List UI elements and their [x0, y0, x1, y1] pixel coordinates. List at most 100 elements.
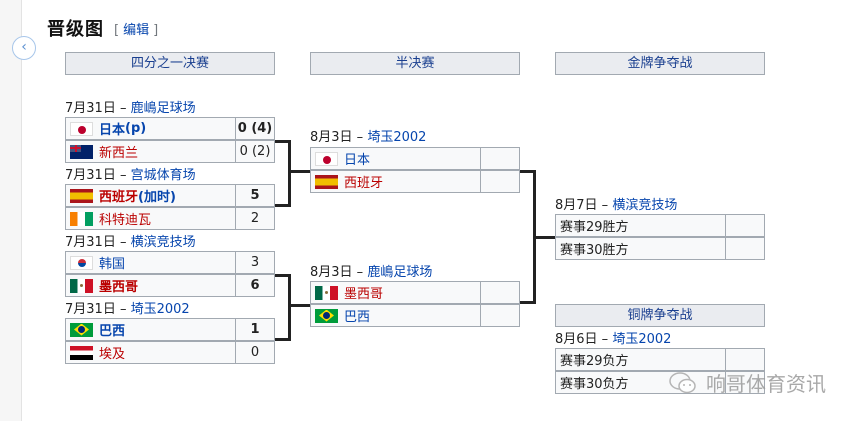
match-row: 赛事29胜方: [555, 214, 765, 237]
score-cell: 0 (2): [236, 140, 275, 163]
match-date-venue: 8月6日 – 埼玉2002: [555, 332, 672, 347]
team-cell: 墨西哥: [65, 274, 236, 297]
brazil-flag-icon: [70, 322, 93, 337]
team-link[interactable]: 韩国: [99, 257, 126, 272]
team-cell: 西班牙: [310, 170, 481, 193]
bracket-connector: [520, 301, 536, 304]
team-link[interactable]: 巴西: [99, 324, 126, 339]
team-link[interactable]: 西班牙: [344, 176, 384, 191]
round-header-bronze-medal: 铜牌争夺战: [555, 304, 765, 327]
score-cell: [481, 304, 520, 327]
bracket-connector: [275, 140, 291, 143]
match-date-venue: 7月31日 – 横滨竞技场: [65, 235, 196, 250]
round-header-quarterfinals: 四分之一决赛: [65, 52, 275, 75]
venue-link[interactable]: 埼玉2002: [367, 130, 427, 145]
team-link[interactable]: 墨西哥: [99, 280, 139, 295]
score-cell: 5: [236, 184, 275, 207]
team-cell: 赛事30胜方: [555, 237, 726, 260]
team-link[interactable]: 日本: [99, 123, 126, 138]
match-row: 巴西 1: [65, 318, 275, 341]
match-date-venue: 7月31日 – 鹿嶋足球场: [65, 101, 196, 116]
team-link[interactable]: 墨西哥: [344, 287, 384, 302]
score-cell: 6: [236, 274, 275, 297]
match-row: 墨西哥: [310, 281, 520, 304]
score-cell: 2: [236, 207, 275, 230]
score-cell: 0 (4): [236, 117, 275, 140]
ivory-coast-flag-icon: [70, 211, 93, 226]
chevron-left-icon: ‹: [21, 39, 27, 55]
bracket-connector: [288, 140, 291, 207]
team-link[interactable]: 巴西: [344, 310, 371, 325]
match-row: 墨西哥 6: [65, 274, 275, 297]
venue-link[interactable]: 鹿嶋足球场: [367, 265, 433, 280]
edit-section-link-wrapper: [编辑]: [114, 23, 159, 38]
brazil-flag-icon: [315, 308, 338, 323]
venue-link[interactable]: 宫城体育场: [130, 168, 196, 183]
watermark-text: 响哥体育资讯: [706, 372, 826, 396]
team-link[interactable]: 科特迪瓦: [99, 213, 152, 228]
match-row: 西班牙: [310, 170, 520, 193]
collapse-sidebar-button[interactable]: ‹: [12, 36, 36, 60]
round-header-semifinals: 半决赛: [310, 52, 520, 75]
bracket-connector: [288, 170, 310, 173]
spain-flag-icon: [315, 174, 338, 189]
bracket-connector: [275, 204, 291, 207]
bracket-connector: [533, 236, 555, 239]
match-date-venue: 8月7日 – 横滨竞技场: [555, 198, 678, 213]
match-row: 赛事30胜方: [555, 237, 765, 260]
bracket-connector: [288, 274, 291, 341]
score-cell: [726, 371, 765, 394]
team-cell: 科特迪瓦: [65, 207, 236, 230]
team-cell: 墨西哥: [310, 281, 481, 304]
venue-link[interactable]: 鹿嶋足球场: [130, 101, 196, 116]
match-row: 日本 (p) 0 (4): [65, 117, 275, 140]
team-link[interactable]: 西班牙: [99, 190, 139, 205]
watermark: 响哥体育资讯: [668, 368, 826, 397]
match-date-venue: 8月3日 – 埼玉2002: [310, 130, 427, 145]
score-cell: 1: [236, 318, 275, 341]
team-cell: 巴西: [310, 304, 481, 327]
bracket-connector: [275, 338, 291, 341]
round-header-gold-medal: 金牌争夺战: [555, 52, 765, 75]
wechat-icon: [669, 371, 696, 393]
score-cell: [481, 170, 520, 193]
team-cell: 日本 (p): [65, 117, 236, 140]
team-link[interactable]: 埃及: [99, 347, 126, 362]
egypt-flag-icon: [70, 345, 93, 360]
venue-link[interactable]: 横滨竞技场: [612, 198, 678, 213]
japan-flag-icon: [70, 121, 93, 136]
score-cell: 3: [236, 251, 275, 274]
match-row: 巴西: [310, 304, 520, 327]
edit-section-link[interactable]: 编辑: [123, 23, 150, 38]
mexico-flag-icon: [315, 285, 338, 300]
team-cell: 埃及: [65, 341, 236, 364]
match-row: 日本: [310, 147, 520, 170]
score-cell: 0: [236, 341, 275, 364]
match-date-venue: 7月31日 – 宫城体育场: [65, 168, 196, 183]
team-link[interactable]: 日本: [344, 153, 371, 168]
new-zealand-flag-icon: [70, 144, 93, 159]
venue-link[interactable]: 埼玉2002: [612, 332, 672, 347]
south-korea-flag-icon: [70, 255, 93, 270]
match-row: 新西兰 0 (2): [65, 140, 275, 163]
bracket-connector: [520, 170, 536, 173]
match-row: 赛事29负方: [555, 348, 765, 371]
match-row: 韩国 3: [65, 251, 275, 274]
team-cell: 赛事29负方: [555, 348, 726, 371]
japan-flag-icon: [315, 151, 338, 166]
team-cell: 日本: [310, 147, 481, 170]
team-cell: 赛事29胜方: [555, 214, 726, 237]
venue-link[interactable]: 横滨竞技场: [130, 235, 196, 250]
match-date-venue: 8月3日 – 鹿嶋足球场: [310, 265, 433, 280]
team-cell: 巴西: [65, 318, 236, 341]
bracket-connector: [275, 274, 291, 277]
score-cell: [726, 237, 765, 260]
venue-link[interactable]: 埼玉2002: [130, 302, 190, 317]
left-sidebar-strip: [0, 0, 22, 421]
team-link[interactable]: 新西兰: [99, 146, 139, 161]
spain-flag-icon: [70, 188, 93, 203]
team-cell: 韩国: [65, 251, 236, 274]
match-row: 埃及 0: [65, 341, 275, 364]
score-cell: [726, 214, 765, 237]
team-cell: 新西兰: [65, 140, 236, 163]
